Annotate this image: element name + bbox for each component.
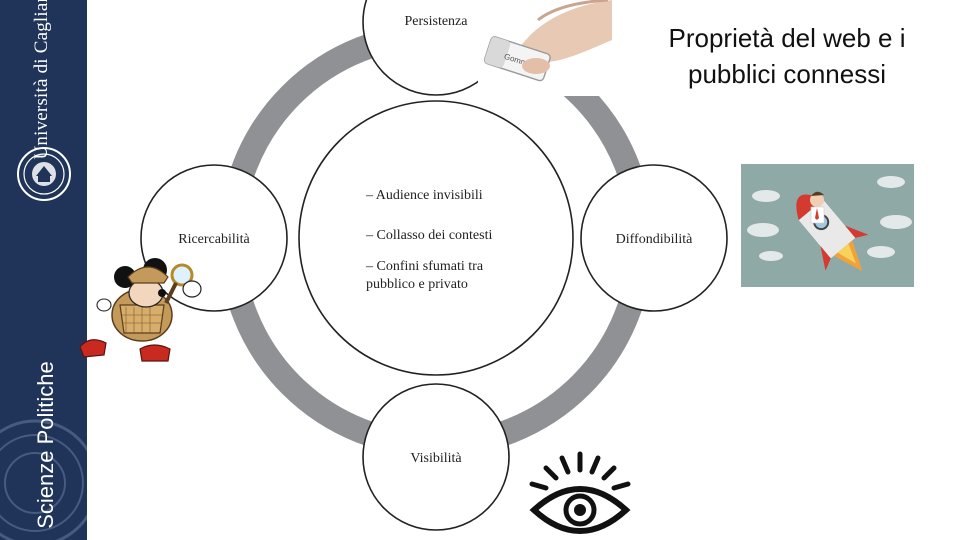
node-label-ricercabilita: Ricercabilità: [178, 232, 250, 247]
center-item-audience: – Audience invisibili: [365, 188, 483, 203]
center-item-blurred-boundaries: – Confini sfumati tra: [365, 259, 484, 274]
center-item-blurred-boundaries-cont: pubblico e privato: [366, 277, 468, 292]
slide-title: Proprietà del web e i pubblici connessi: [632, 20, 942, 92]
node-label-persistenza: Persistenza: [405, 14, 469, 29]
university-watermark-seal-icon: [0, 419, 87, 540]
university-seal-icon: [17, 147, 71, 201]
eye-icon: [529, 451, 631, 534]
node-visibilita: Visibilità: [362, 383, 510, 531]
rocket-businessman-icon: [741, 164, 914, 287]
node-label-visibilita: Visibilità: [410, 451, 462, 466]
center-circle: – Audience invisibili – Collasso dei con…: [298, 100, 574, 376]
node-label-diffondibilita: Diffondibilità: [616, 232, 694, 247]
slide-title-line-1: Proprietà del web e i: [668, 23, 906, 53]
university-sidebar: Università di Cagliari Scienze Politiche: [0, 0, 87, 540]
center-item-context-collapse: – Collasso dei contesti: [365, 228, 492, 243]
businessman: [810, 191, 825, 224]
eraser-hand-icon: Gomma: [478, 0, 612, 96]
slide-title-line-2: pubblici connessi: [687, 59, 886, 89]
node-diffondibilita: Diffondibilità: [580, 164, 728, 312]
detective-mouse-icon: [80, 258, 202, 362]
